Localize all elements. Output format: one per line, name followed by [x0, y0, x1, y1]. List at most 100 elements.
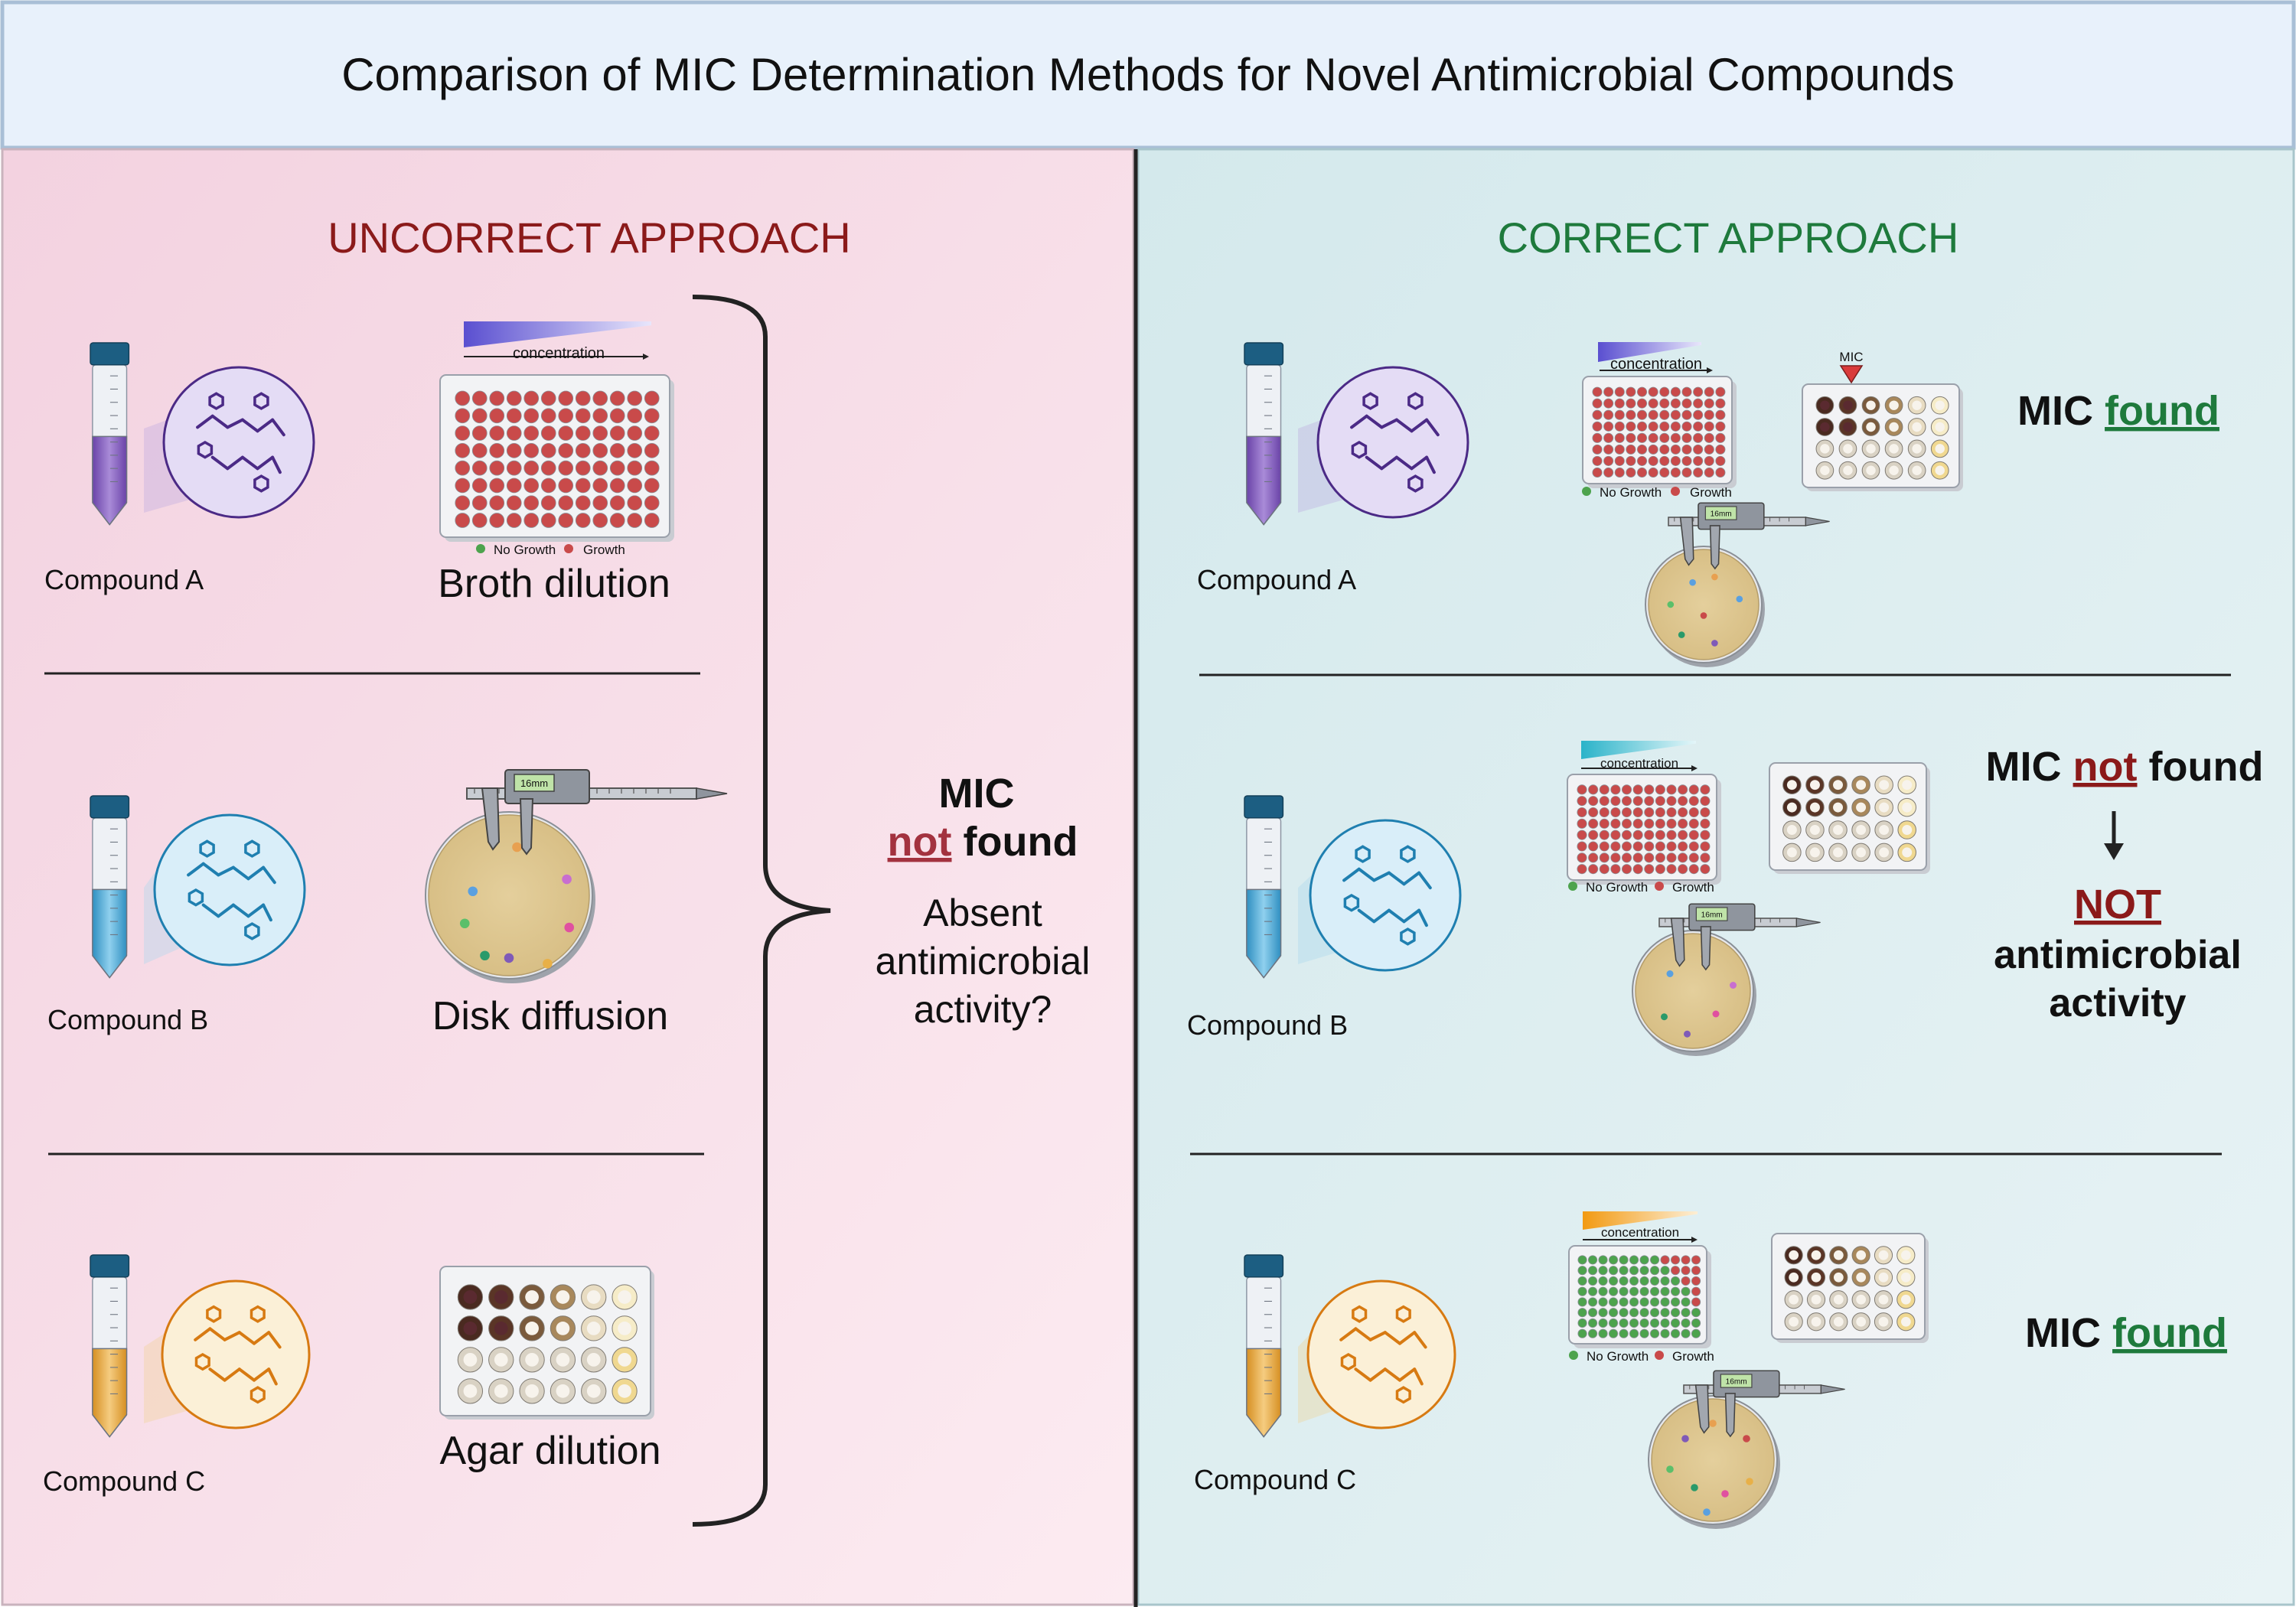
left-molecule-a [162, 366, 315, 519]
well [1598, 1328, 1608, 1338]
well [540, 425, 556, 441]
well-center [1811, 1272, 1821, 1283]
well [455, 442, 471, 458]
right-c-legend-growth-dot [1655, 1351, 1664, 1360]
well [1644, 807, 1655, 818]
right-a-concentration-wedge [1598, 342, 1701, 362]
well [627, 408, 643, 424]
well [1659, 398, 1670, 409]
well [1632, 818, 1643, 829]
well [1670, 444, 1681, 455]
well-center [1786, 825, 1797, 835]
molecule-bond [1425, 418, 1440, 437]
well-center [586, 1353, 601, 1367]
caliper-jaw [519, 798, 534, 856]
molecule-ring [244, 922, 260, 940]
right-b-conclusion-line-1: antimicrobial [1994, 933, 2242, 977]
well [575, 478, 591, 494]
caliper-jaw [1670, 918, 1685, 967]
header-bar [0, 0, 2296, 150]
well [1577, 852, 1587, 863]
well [1592, 444, 1603, 455]
disk [1711, 640, 1718, 647]
well-center [556, 1353, 570, 1367]
well [1614, 432, 1625, 443]
molecule-bond [1354, 1327, 1372, 1341]
well [489, 425, 505, 441]
molecule-bond [267, 1331, 282, 1349]
well [1681, 398, 1692, 409]
well-center [463, 1290, 478, 1304]
molecule-bond [1350, 414, 1368, 429]
molecule-bond [1394, 455, 1414, 471]
well [1639, 1286, 1649, 1296]
right-tube-c [1244, 1254, 1284, 1438]
well [1700, 864, 1711, 875]
well [575, 408, 591, 424]
well [1670, 398, 1681, 409]
well [1626, 432, 1636, 443]
left-agar-plate [439, 1266, 654, 1420]
well [1678, 796, 1688, 807]
right-a-legend-growth: Growth [1690, 485, 1732, 500]
well-center [1833, 825, 1843, 835]
well [1614, 398, 1625, 409]
molecule-bond [1372, 871, 1391, 882]
right-a-mic: MIC [2017, 388, 2093, 434]
well [1603, 467, 1614, 478]
left-question-line-2: antimicrobial [876, 940, 1091, 983]
left-result-mic: MIC [939, 771, 1015, 817]
well [1632, 830, 1643, 840]
well [1621, 796, 1632, 807]
well [1614, 444, 1625, 455]
well [1691, 1255, 1701, 1265]
molecule-bubble [153, 813, 306, 966]
well [1700, 852, 1711, 863]
well [1608, 1276, 1619, 1286]
caliper-reading: 16mm [1701, 911, 1723, 919]
right-a-legend-no-growth-dot [1582, 487, 1591, 496]
well-center [1843, 444, 1853, 454]
well-center [1866, 465, 1876, 475]
well [1704, 421, 1714, 432]
well [489, 495, 505, 511]
caliper-jaw [1724, 1393, 1736, 1438]
well-center [1809, 847, 1820, 858]
left-legend-growth: Growth [583, 543, 625, 557]
well-center [618, 1322, 631, 1335]
left-compound-b-label: Compound B [47, 1004, 208, 1035]
disk [1661, 1013, 1668, 1021]
right-b-concentration-wedge [1581, 741, 1696, 759]
disk [1681, 1435, 1689, 1442]
method-broth-dilution: Broth dilution [438, 562, 670, 606]
well-center [556, 1290, 570, 1304]
well [1577, 841, 1587, 852]
well [1678, 841, 1688, 852]
molecule-ring [1355, 845, 1371, 863]
molecule-bubble [162, 366, 315, 519]
well [1577, 1318, 1587, 1328]
well [1644, 852, 1655, 863]
well [1688, 852, 1699, 863]
well [540, 495, 556, 511]
molecule-bond [210, 414, 230, 429]
well [455, 513, 471, 528]
figure-title: Comparison of MIC Determination Methods … [341, 49, 1955, 100]
disk [543, 958, 553, 969]
molecule-ring [199, 839, 215, 858]
tube-tip [1246, 955, 1282, 979]
well [506, 513, 522, 528]
well-center [586, 1384, 601, 1398]
well [558, 390, 574, 406]
well [1592, 455, 1603, 466]
well [1681, 409, 1692, 420]
caliper-tip [1795, 918, 1821, 927]
well [1670, 386, 1681, 397]
well-center [1833, 1250, 1844, 1260]
well [1666, 818, 1677, 829]
right-a-petri-dish [1645, 546, 1765, 667]
well [1659, 444, 1670, 455]
well [1659, 386, 1670, 397]
left-result-not: not [888, 819, 952, 865]
